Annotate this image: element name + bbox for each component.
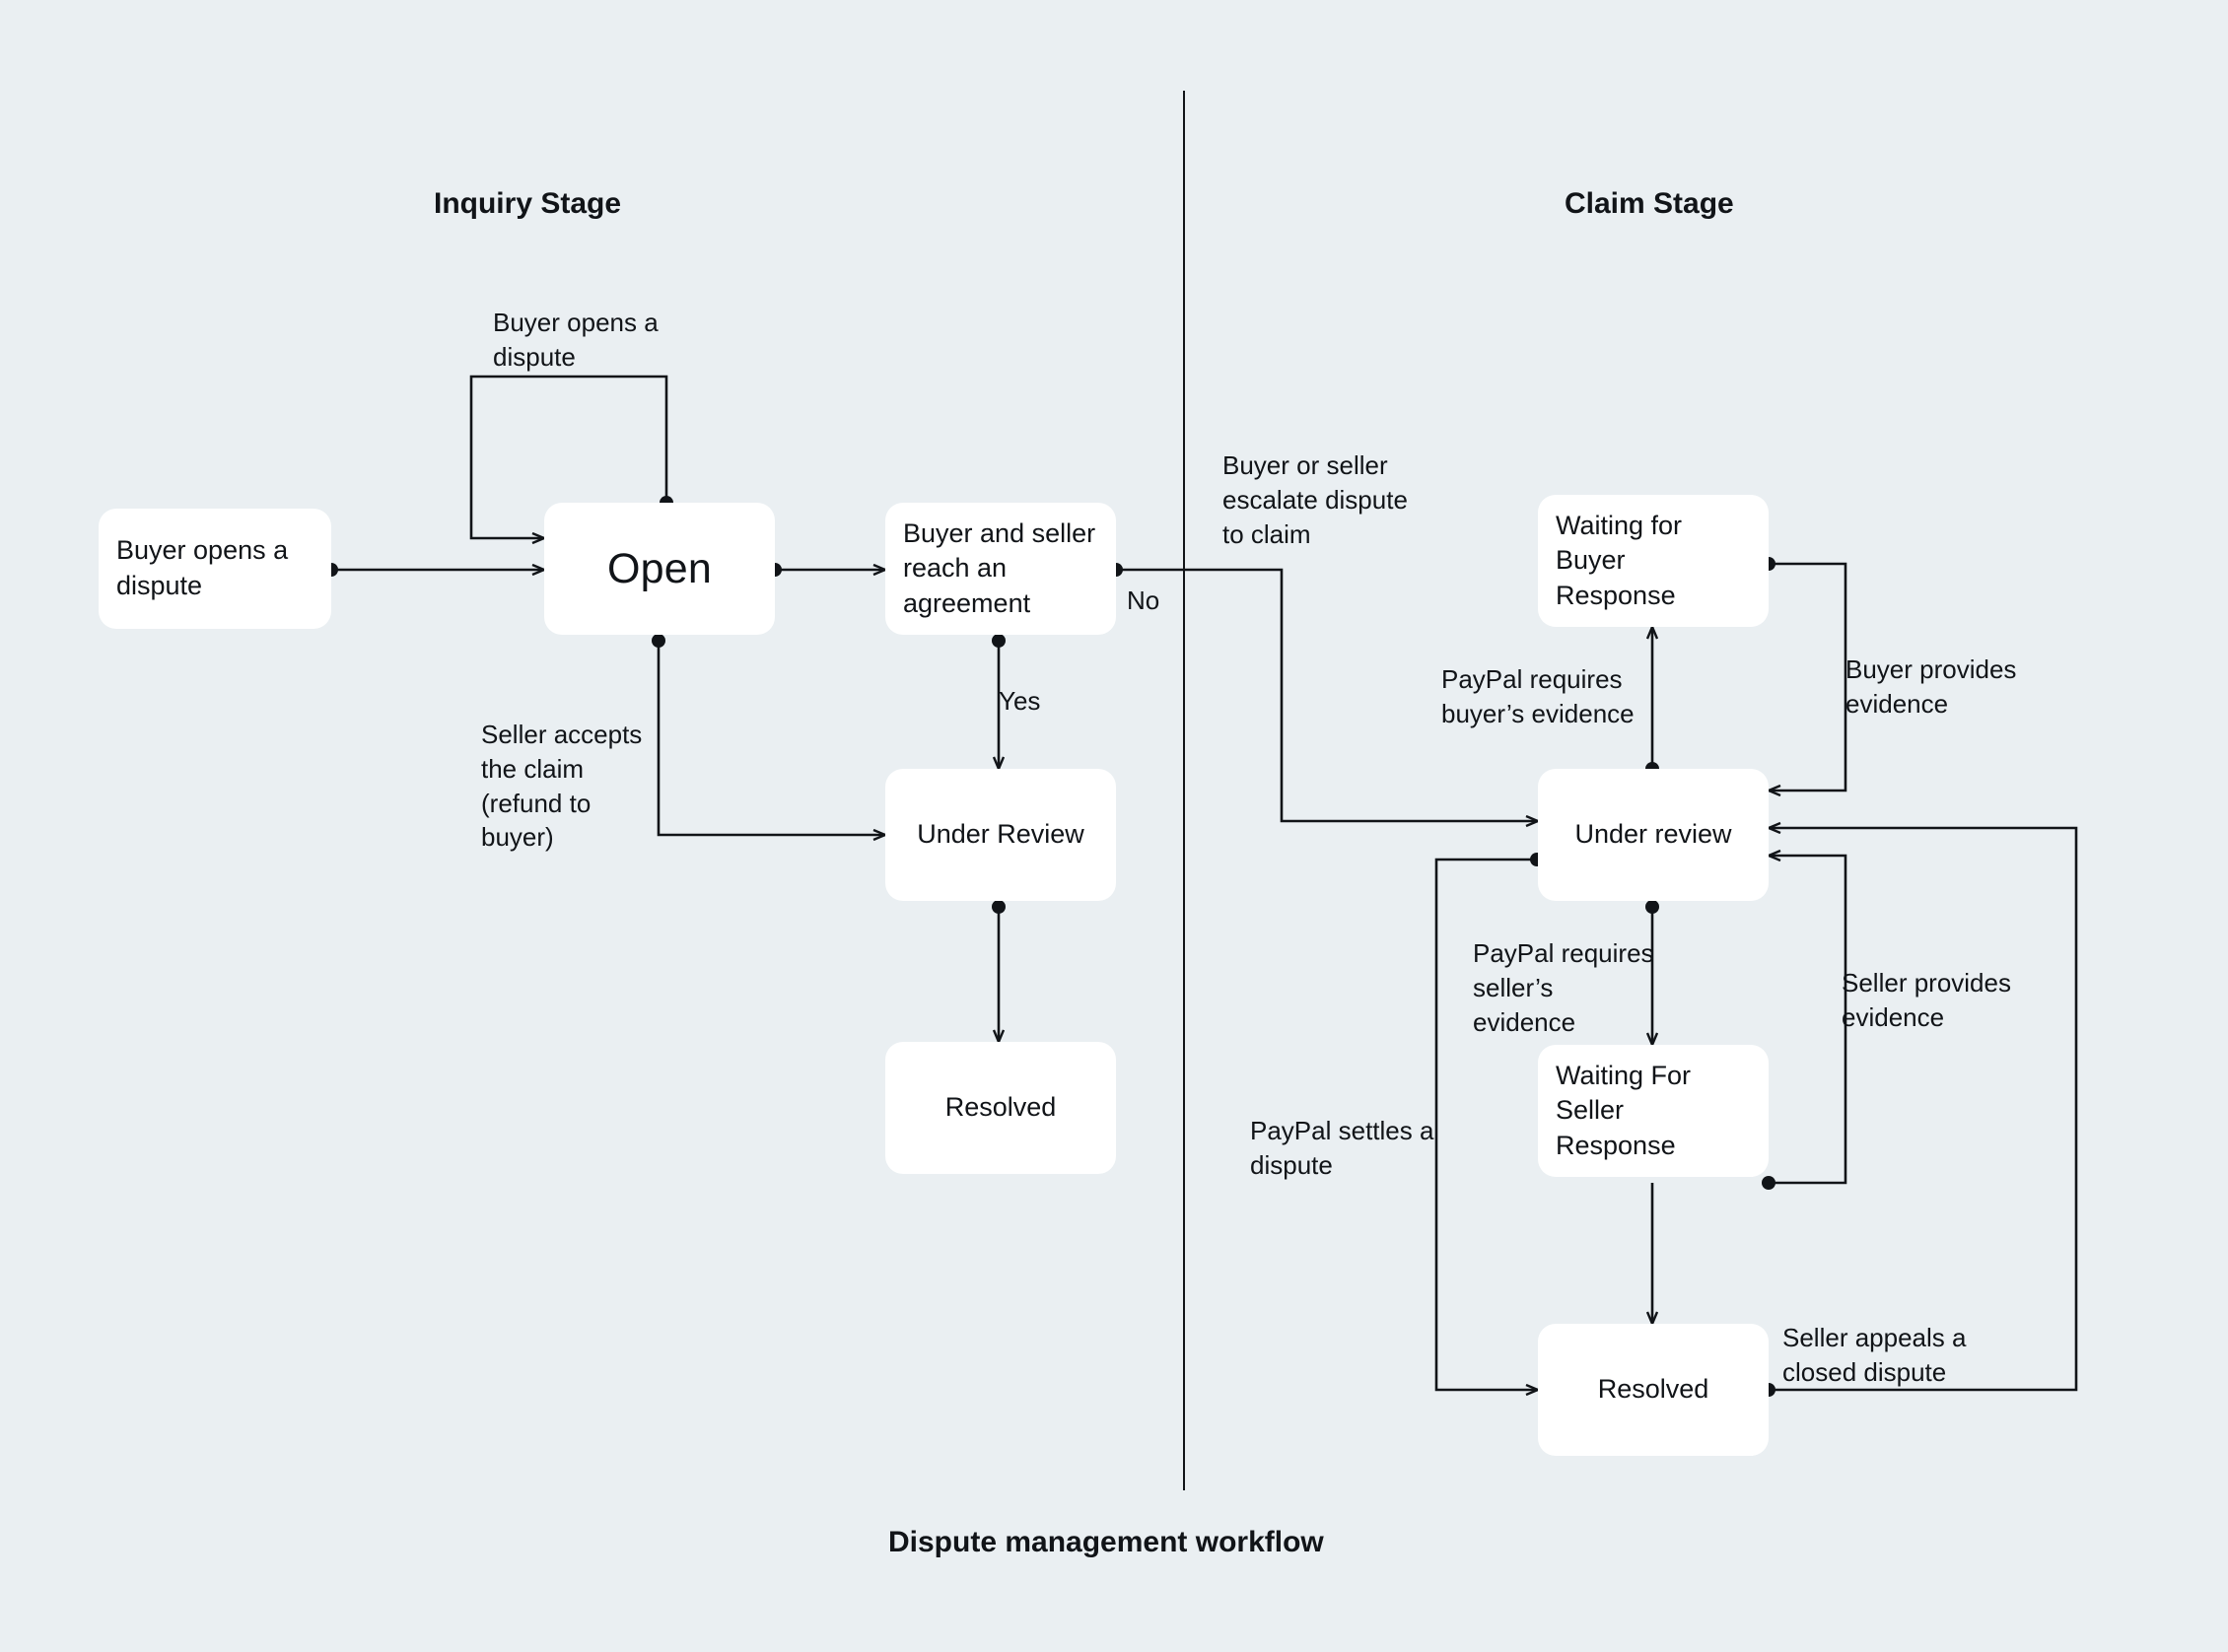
edge-claim-review-to-resolved (1434, 858, 1538, 1390)
node-inquiry-resolved[interactable]: Resolved (885, 1042, 1116, 1174)
node-label: Under Review (917, 819, 1084, 850)
node-claim-resolved[interactable]: Resolved (1538, 1324, 1769, 1456)
node-start-buyer-opens[interactable]: Buyer opens a dispute (99, 509, 331, 629)
stage-title-inquiry: Inquiry Stage (434, 187, 622, 220)
node-agreement[interactable]: Buyer and seller reach an agreement (885, 503, 1116, 635)
node-label: Under review (1574, 819, 1732, 850)
edge-open-to-under-review (657, 641, 885, 835)
node-label: Buyer opens a dispute (116, 535, 289, 600)
edge-source-dot (992, 900, 1006, 914)
edge-label-yes: Yes (999, 686, 1041, 716)
stage-title-claim: Claim Stage (1565, 187, 1734, 220)
node-claim-under-review[interactable]: Under review (1538, 769, 1769, 901)
edge-label-paypal-requires-buyer-evidence: PayPal requires buyer’s evidence (1441, 664, 1635, 728)
node-open[interactable]: Open (544, 503, 775, 635)
node-waiting-for-buyer-response[interactable]: Waiting for Buyer Response (1538, 495, 1769, 627)
edge-waiting-buyer-to-claim-review (1769, 562, 1847, 791)
edge-label-paypal-settles-dispute: PayPal settles a dispute (1250, 1116, 1434, 1180)
edge-source-dot (1645, 900, 1659, 914)
edge-label-seller-provides-evidence: Seller provides evidence (1842, 968, 2011, 1032)
edge-waiting-seller-to-claim-review (1769, 856, 1847, 1185)
node-label: Buyer and seller reach an agreement (903, 517, 1096, 618)
node-label: Open (607, 544, 712, 592)
edge-source-dot (1762, 1176, 1775, 1190)
edge-label-escalate-to-claim: Buyer or seller escalate dispute to clai… (1222, 450, 1408, 549)
node-inquiry-under-review[interactable]: Under Review (885, 769, 1116, 901)
diagram-caption: Dispute management workflow (888, 1526, 1324, 1558)
edge-label-no: No (1127, 585, 1160, 615)
node-label: Waiting For Seller Response (1556, 1060, 1692, 1160)
edge-source-dot (652, 634, 665, 648)
edge-open-self-loop (469, 375, 668, 538)
node-label: Resolved (1597, 1374, 1709, 1405)
node-label: Resolved (944, 1092, 1057, 1123)
edge-label-buyer-opens-dispute: Buyer opens a dispute (493, 308, 659, 372)
edge-label-seller-appeals-closed-dispute: Seller appeals a closed dispute (1782, 1323, 1967, 1387)
edge-label-paypal-requires-seller-evidence: PayPal requires seller’s evidence (1473, 938, 1654, 1037)
edge-agreement-no-escalate (1116, 568, 1538, 821)
edge-source-dot (992, 634, 1006, 648)
node-waiting-for-seller-response[interactable]: Waiting For Seller Response (1538, 1045, 1769, 1177)
edge-label-buyer-provides-evidence: Buyer provides evidence (1845, 654, 2017, 719)
stage-divider (1183, 91, 1185, 1490)
node-label: Waiting for Buyer Response (1556, 510, 1683, 610)
edge-label-seller-accepts-claim: Seller accepts the claim (refund to buye… (481, 720, 643, 853)
edge-resolved-appeals-to-claim-review (1769, 828, 2078, 1392)
